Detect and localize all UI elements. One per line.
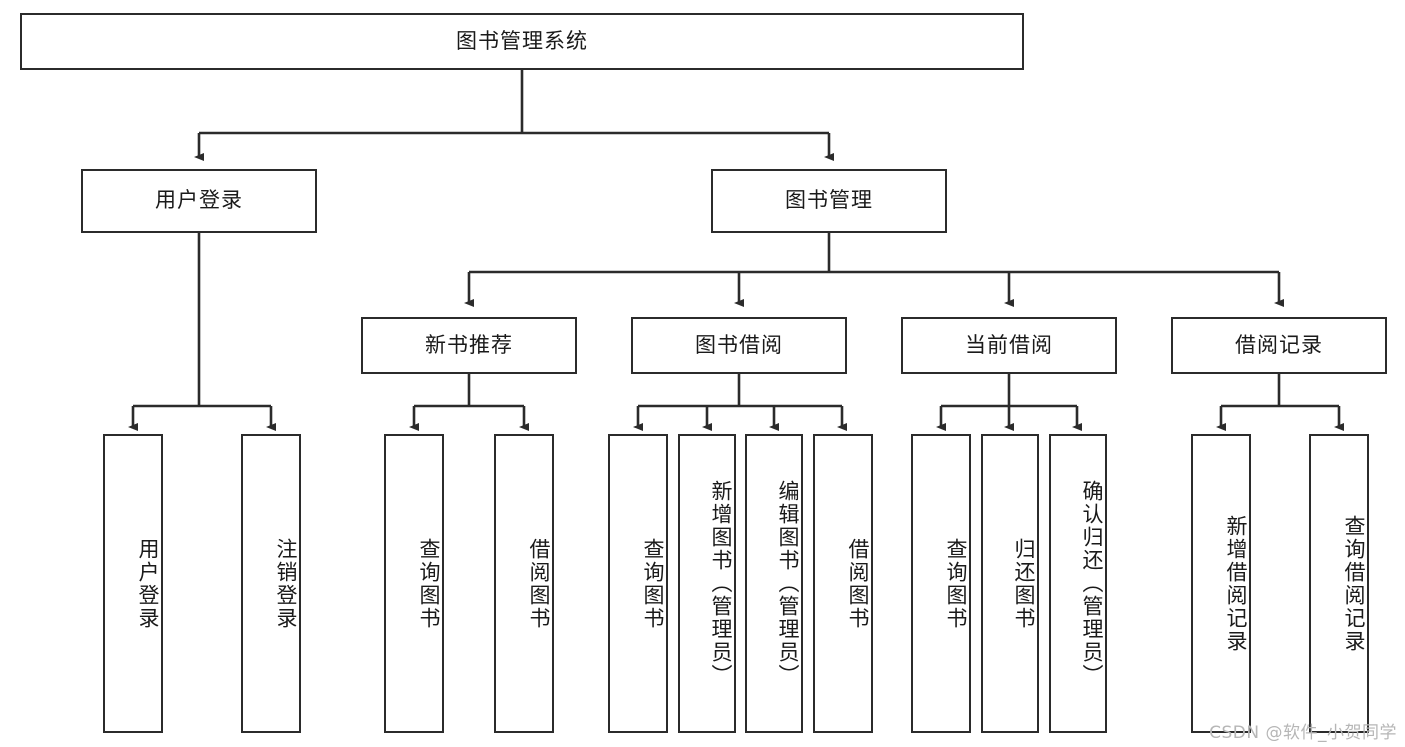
leaf-query-book-2[interactable]: 查询图书 <box>608 434 668 733</box>
leaf-user-login[interactable]: 用户登录 <box>103 434 163 733</box>
leaf-query-record[interactable]: 查询借阅记录 <box>1309 434 1369 733</box>
node-book-manage[interactable]: 图书管理 <box>711 169 947 233</box>
leaf-query-book-1[interactable]: 查询图书 <box>384 434 444 733</box>
leaf-edit-book[interactable]: 编辑图书（管理员） <box>745 434 803 733</box>
node-book-manage-label: 图书管理 <box>785 188 873 213</box>
node-current-borrow-label: 当前借阅 <box>965 332 1053 357</box>
leaf-borrow-book-2[interactable]: 借阅图书 <box>813 434 873 733</box>
leaf-add-book-label: 新增图书（管理员） <box>709 480 733 687</box>
node-root-system-label: 图书管理系统 <box>456 28 588 53</box>
leaf-borrow-book-1-label: 借阅图书 <box>527 537 551 630</box>
leaf-borrow-book-2-label: 借阅图书 <box>846 537 870 630</box>
node-root-system[interactable]: 图书管理系统 <box>20 13 1024 70</box>
node-book-borrow[interactable]: 图书借阅 <box>631 317 847 374</box>
leaf-borrow-book-1[interactable]: 借阅图书 <box>494 434 554 733</box>
node-book-borrow-label: 图书借阅 <box>695 332 783 357</box>
leaf-return-book[interactable]: 归还图书 <box>981 434 1039 733</box>
leaf-query-book-3-label: 查询图书 <box>944 537 968 630</box>
node-new-book-recommend[interactable]: 新书推荐 <box>361 317 577 374</box>
node-new-book-recommend-label: 新书推荐 <box>425 332 513 357</box>
leaf-add-record[interactable]: 新增借阅记录 <box>1191 434 1251 733</box>
leaf-query-book-1-label: 查询图书 <box>417 537 441 630</box>
leaf-edit-book-label: 编辑图书（管理员） <box>776 480 800 687</box>
leaf-confirm-return-label: 确认归还（管理员） <box>1080 480 1104 687</box>
csdn-watermark: CSDN @软件_小贺同学 <box>1209 723 1397 743</box>
leaf-add-book[interactable]: 新增图书（管理员） <box>678 434 736 733</box>
node-user-login-label: 用户登录 <box>155 188 243 213</box>
leaf-query-book-2-label: 查询图书 <box>641 537 665 630</box>
leaf-query-book-3[interactable]: 查询图书 <box>911 434 971 733</box>
node-borrow-record-label: 借阅记录 <box>1235 332 1323 357</box>
leaf-user-logout-label: 注销登录 <box>274 537 298 630</box>
node-current-borrow[interactable]: 当前借阅 <box>901 317 1117 374</box>
leaf-user-login-label: 用户登录 <box>136 537 160 630</box>
leaf-query-record-label: 查询借阅记录 <box>1342 514 1366 653</box>
leaf-add-record-label: 新增借阅记录 <box>1224 514 1248 653</box>
node-borrow-record[interactable]: 借阅记录 <box>1171 317 1387 374</box>
leaf-confirm-return[interactable]: 确认归还（管理员） <box>1049 434 1107 733</box>
leaf-return-book-label: 归还图书 <box>1012 537 1036 630</box>
node-user-login[interactable]: 用户登录 <box>81 169 317 233</box>
leaf-user-logout[interactable]: 注销登录 <box>241 434 301 733</box>
